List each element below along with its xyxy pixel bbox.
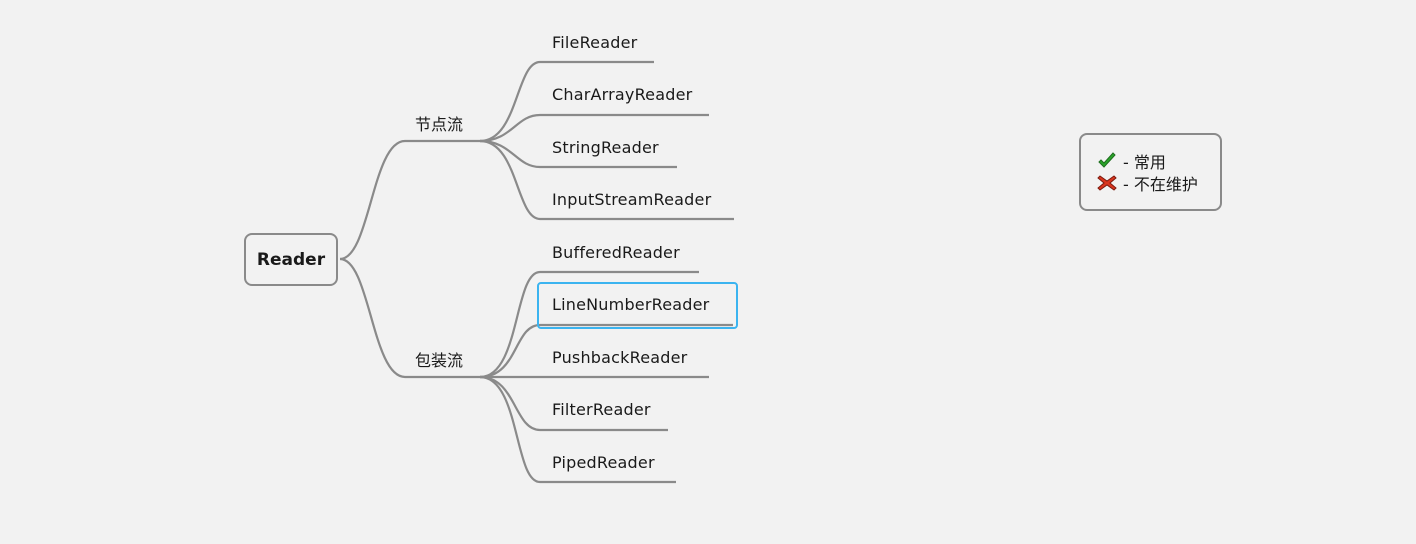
check-icon: [1098, 152, 1116, 168]
leaf-filereader[interactable]: FileReader: [552, 33, 638, 52]
legend-item-common: - 常用: [1097, 150, 1220, 172]
connector-pipedreader: [479, 375, 676, 484]
leaf-stringreader[interactable]: StringReader: [552, 138, 659, 157]
cross-icon: [1097, 175, 1117, 191]
leaf-linenumberreader[interactable]: LineNumberReader: [552, 295, 710, 314]
root-label: Reader: [256, 249, 326, 270]
connector-chararrayreader: [479, 113, 709, 143]
legend-box[interactable]: - 常用 - 不在维护: [1079, 133, 1222, 211]
selection-highlight: [537, 282, 738, 329]
connector-bufferedreader: [479, 270, 699, 379]
leaf-inputstreamreader[interactable]: InputStreamReader: [552, 190, 712, 209]
branch-node-stream[interactable]: 节点流: [415, 115, 464, 134]
connector-filereader: [479, 60, 654, 143]
leaf-chararrayreader[interactable]: CharArrayReader: [552, 85, 693, 104]
connector-root-node-stream: [339, 139, 406, 261]
legend-text-common: - 常用: [1123, 153, 1166, 172]
connector-root-wrapper-stream: [339, 257, 406, 379]
leaf-pushbackreader[interactable]: PushbackReader: [552, 348, 688, 367]
leaf-bufferedreader[interactable]: BufferedReader: [552, 243, 680, 262]
leaf-filterreader[interactable]: FilterReader: [552, 400, 651, 419]
root-node-reader[interactable]: Reader: [244, 233, 338, 286]
branch-wrapper-stream[interactable]: 包装流: [415, 351, 464, 370]
leaf-pipedreader[interactable]: PipedReader: [552, 453, 655, 472]
connector-inputstreamreader: [479, 139, 734, 221]
legend-item-unmaintained: - 不在维护: [1097, 172, 1220, 194]
legend-text-unmaintained: - 不在维护: [1123, 175, 1198, 194]
